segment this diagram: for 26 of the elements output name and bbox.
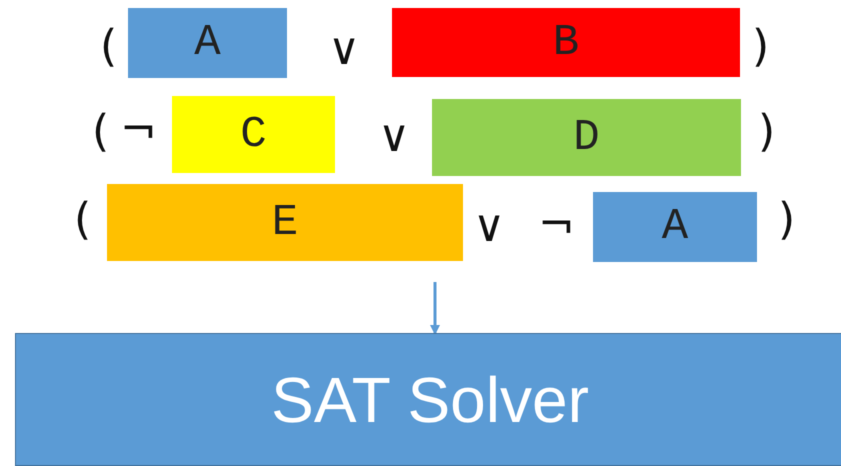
formula-symbol: ) <box>758 110 776 154</box>
variable-box <box>432 99 741 176</box>
variable-label: A <box>194 18 221 68</box>
formula-symbol: ( <box>100 25 118 69</box>
arrow <box>430 282 440 335</box>
formula-symbol: ¬ <box>120 108 157 152</box>
formula-symbol: ¬ <box>538 203 575 247</box>
formula-symbol: ) <box>752 25 770 69</box>
variable-box <box>128 8 287 78</box>
formula-symbol: ∨ <box>473 205 506 249</box>
solver-label: SAT Solver <box>271 362 589 436</box>
variable-label: C <box>240 110 267 160</box>
variable-box <box>593 192 757 262</box>
variable-label: E <box>272 198 298 248</box>
variable-box <box>392 8 740 77</box>
formula-symbol: ∨ <box>378 115 410 159</box>
formula-symbol: ( <box>74 198 92 242</box>
formula-symbol: ( <box>92 110 110 154</box>
variable-box <box>107 184 463 261</box>
variable-label: A <box>662 202 688 252</box>
variable-label: D <box>573 112 600 162</box>
formula-symbol: ∨ <box>328 28 360 72</box>
variable-label: B <box>552 18 580 68</box>
variable-box <box>172 96 335 173</box>
solver-box <box>15 333 841 466</box>
formula-symbol: ) <box>778 198 796 242</box>
